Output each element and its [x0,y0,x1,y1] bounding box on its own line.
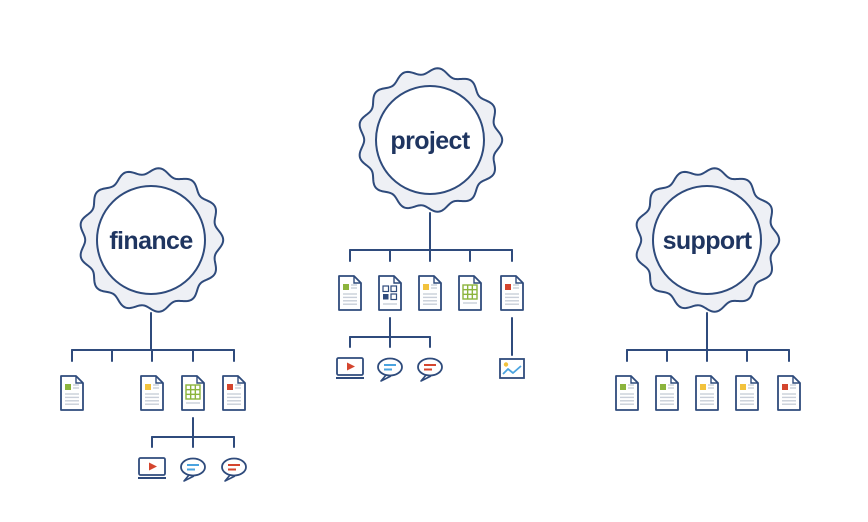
finance-file-1 [60,375,84,411]
finance-subfiles [138,457,247,482]
chart-image-icon [499,358,525,379]
project-file-2 [378,275,402,311]
group-finance: finance [60,167,247,482]
project-file-4 [458,275,482,311]
support-seal: support [635,167,781,313]
support-file-4 [735,375,759,411]
finance-seal-inner [96,185,206,295]
support-file-1 [615,375,639,411]
project-seal-inner [375,85,485,195]
group-support: support [615,167,801,411]
support-file-3 [695,375,719,411]
support-file-2 [655,375,679,411]
finance-seal: finance [79,167,225,313]
project-label: project [390,127,470,155]
project-file-5 [500,275,524,311]
group-project: project [336,67,525,382]
project-tree-lines [349,212,513,356]
finance-file-5 [222,375,246,411]
support-seal-inner [652,185,762,295]
project-file-3 [418,275,442,311]
support-files [615,375,801,411]
support-tree-lines [626,312,790,362]
chat-red-icon [221,457,247,482]
finance-file-4 [181,375,205,411]
chat-blue-icon [180,457,206,482]
support-file-5 [777,375,801,411]
chat-blue-icon [377,357,403,382]
project-files [338,275,524,311]
finance-tree-lines [71,312,235,448]
video-icon [138,457,166,479]
finance-file-3 [140,375,164,411]
project-seal: project [358,67,504,213]
support-label: support [663,227,753,255]
project-file-1 [338,275,362,311]
project-subfiles [336,357,525,382]
finance-files [60,375,246,411]
finance-label: finance [109,227,193,255]
video-icon [336,357,364,379]
chat-red-icon [417,357,443,382]
